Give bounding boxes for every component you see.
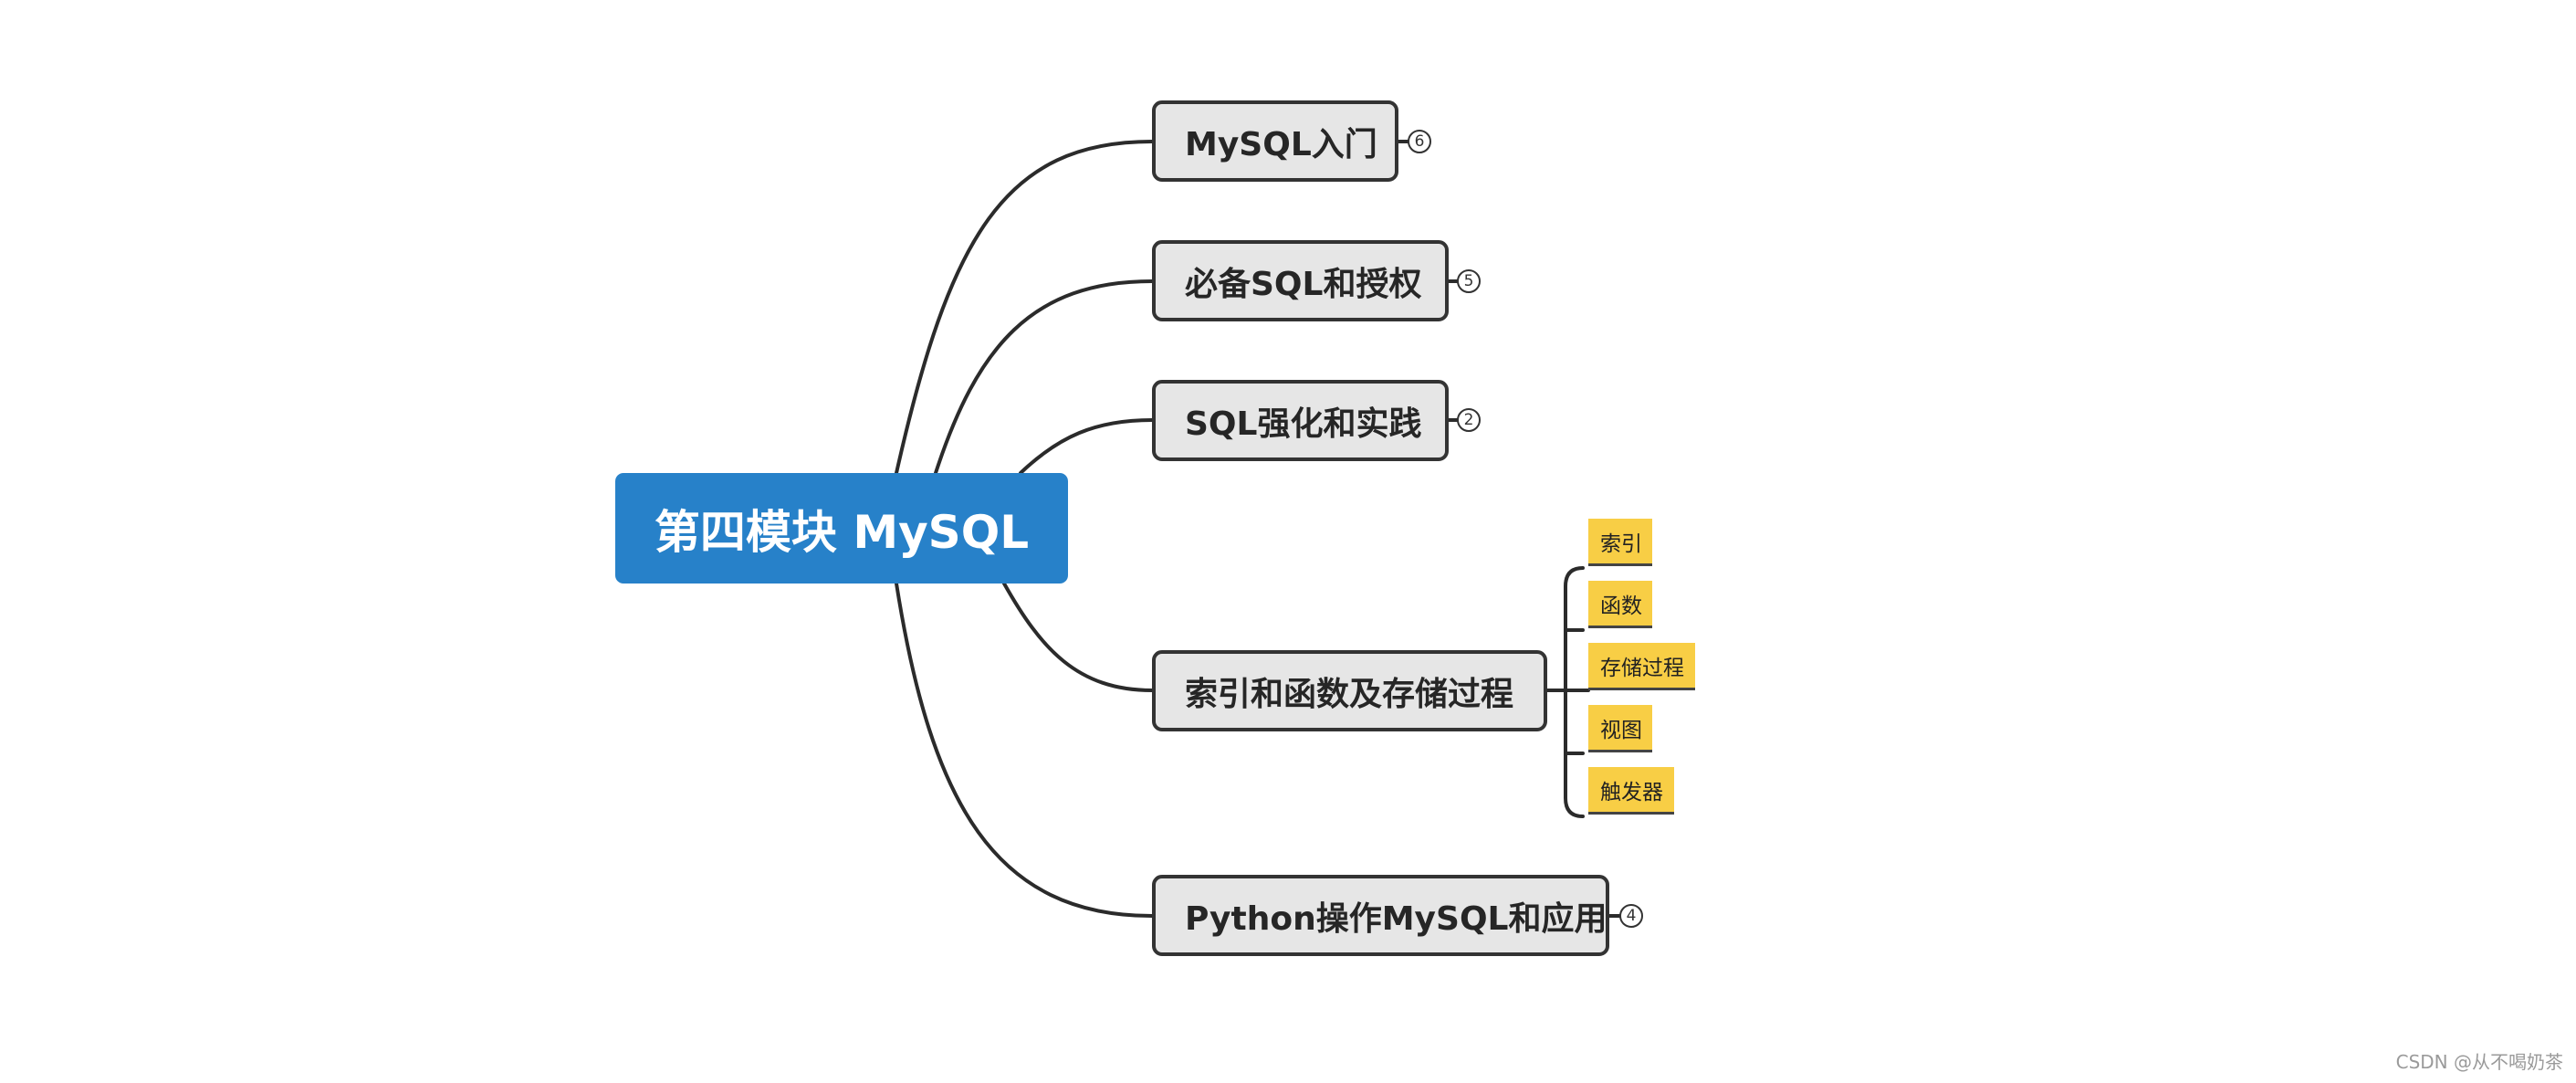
subtopic-trigger[interactable]: 触发器 — [1588, 767, 1674, 815]
link-root-topic-3 — [1019, 418, 1154, 475]
collapsed-count-badge[interactable]: 2 — [1457, 408, 1481, 432]
topic-label: Python操作MySQL和应用 — [1185, 899, 1607, 938]
link-root-topic-5 — [895, 582, 1154, 918]
collapsed-count-badge[interactable]: 5 — [1457, 269, 1481, 293]
link-root-topic-2 — [934, 279, 1154, 475]
collapsed-count-badge[interactable]: 6 — [1408, 130, 1431, 153]
topic-label: MySQL入门 — [1185, 125, 1377, 163]
watermark: CSDN @从不喝奶茶 — [2395, 1051, 2563, 1073]
topic-label: SQL强化和实践 — [1185, 405, 1422, 443]
topic-index-function-procedure[interactable]: 索引和函数及存储过程 — [1152, 650, 1547, 731]
collapsed-count-badge[interactable]: 4 — [1619, 904, 1643, 928]
link-root-topic-4 — [1002, 582, 1154, 692]
topic-sql-and-grants[interactable]: 必备SQL和授权 — [1152, 240, 1449, 321]
topic-label: 必备SQL和授权 — [1185, 265, 1422, 303]
central-topic-label: 第四模块 MySQL — [654, 505, 1030, 559]
subtopic-function[interactable]: 函数 — [1588, 581, 1652, 628]
link-root-topic-1 — [895, 140, 1154, 475]
central-topic[interactable]: 第四模块 MySQL — [615, 473, 1068, 584]
subtopic-stored-procedure[interactable]: 存储过程 — [1588, 643, 1695, 690]
topic-mysql-intro[interactable]: MySQL入门 — [1152, 100, 1398, 182]
subtopic-view[interactable]: 视图 — [1588, 705, 1652, 752]
topic-python-mysql[interactable]: Python操作MySQL和应用 — [1152, 875, 1609, 956]
topic-label: 索引和函数及存储过程 — [1185, 675, 1514, 713]
topic-sql-practice[interactable]: SQL强化和实践 — [1152, 380, 1449, 461]
subtopic-index[interactable]: 索引 — [1588, 519, 1652, 566]
bracket-line — [1545, 566, 1590, 818]
